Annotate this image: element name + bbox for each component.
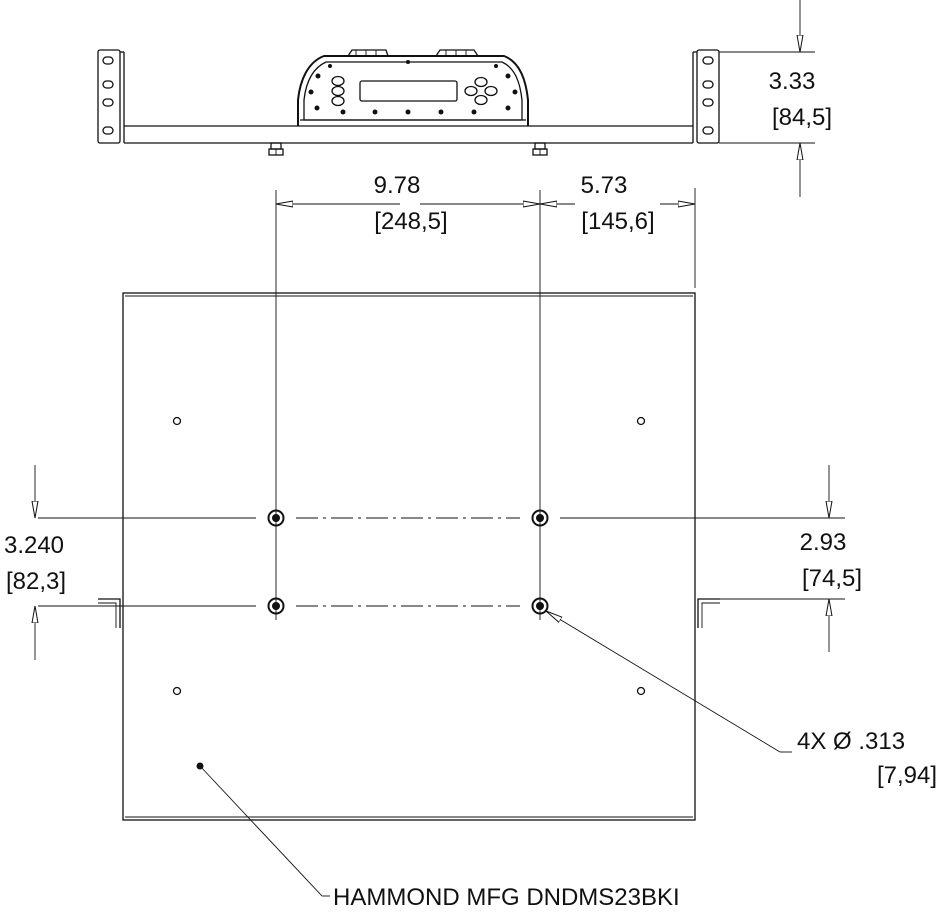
height-dimension: 3.33 [84,5]: [719, 0, 832, 197]
right-vertical-mm-label: [74,5]: [802, 565, 862, 592]
right-vertical-dimension: 2.93 [74,5]: [800, 465, 862, 652]
device-housing: [297, 49, 529, 126]
mounting-stud-right: [532, 142, 548, 156]
shelf-plate: [124, 125, 693, 144]
mounting-stud-left: [268, 142, 284, 156]
device-display: [359, 80, 458, 102]
hole-size-label: 4X Ø .313: [797, 728, 905, 755]
shelf-plate-outline: [122, 292, 696, 821]
part-number-label: HAMMOND MFG DNDMS23BKI: [333, 884, 680, 911]
left-vertical-mm-label: [82,3]: [6, 568, 66, 595]
right-span-inch-label: 5.73: [581, 172, 628, 199]
corner-hole: [172, 416, 182, 426]
left-span-mm-label: [248,5]: [374, 208, 447, 235]
corner-hole: [636, 416, 646, 426]
top-view: [97, 49, 720, 156]
height-inch-label: 3.33: [769, 68, 816, 95]
hole-size-mm-label: [7,94]: [877, 762, 937, 789]
hole-callout: 4X Ø .313 [7,94]: [546, 611, 937, 789]
mounting-hole: [267, 509, 285, 527]
right-vertical-inch-label: 2.93: [800, 529, 847, 556]
right-span-mm-label: [145,6]: [581, 208, 654, 235]
corner-hole: [636, 686, 646, 696]
left-span-inch-label: 9.78: [374, 172, 421, 199]
left-rack-ear: [97, 49, 125, 144]
part-callout: HAMMOND MFG DNDMS23BKI: [196, 762, 680, 911]
right-rack-ear: [692, 49, 720, 144]
left-side-bracket: [98, 598, 121, 628]
mounting-hole: [267, 597, 285, 615]
height-mm-label: [84,5]: [772, 104, 832, 131]
bottom-plate-view: [38, 292, 845, 821]
left-vertical-inch-label: 3.240: [4, 532, 64, 559]
mounting-hole: [531, 509, 549, 527]
horizontal-dimensions: 9.78 [248,5] 5.73 [145,6]: [275, 172, 696, 620]
left-vertical-dimension: 3.240 [82,3]: [4, 465, 66, 660]
corner-hole: [172, 686, 182, 696]
mounting-hole: [531, 597, 549, 615]
right-side-bracket: [697, 598, 720, 628]
